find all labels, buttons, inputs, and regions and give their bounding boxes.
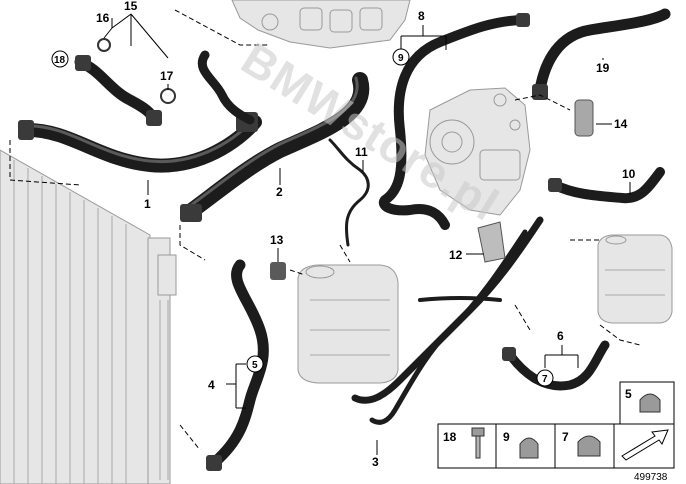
pipe-11 xyxy=(328,138,370,247)
hose-19 xyxy=(532,8,671,100)
circled-ref-9: 9 xyxy=(398,53,404,64)
part-12 xyxy=(477,221,506,263)
hose-3 xyxy=(351,216,544,425)
callout-6: 6 xyxy=(557,329,564,343)
callout-17: 17 xyxy=(160,69,174,83)
callout-12: 12 xyxy=(449,248,463,262)
hose-6 xyxy=(502,340,610,391)
dashed-lines xyxy=(9,9,641,451)
hose-2-end xyxy=(180,204,202,222)
hose-10 xyxy=(548,167,665,204)
callout-15: 15 xyxy=(124,0,138,13)
legend-label-5: 5 xyxy=(625,387,632,401)
callout-13: 13 xyxy=(270,233,284,247)
diagram-number: 499738 xyxy=(634,472,668,483)
circled-ref-18: 18 xyxy=(54,55,66,66)
callout-10: 10 xyxy=(622,167,636,181)
part-13 xyxy=(270,262,286,280)
hose-18-assembly xyxy=(74,55,162,126)
expansion-tank xyxy=(297,264,399,384)
hose-upper-small xyxy=(197,50,255,125)
hose-2 xyxy=(180,72,370,222)
legend-label-18: 18 xyxy=(443,430,457,444)
hose-1-connector xyxy=(18,120,34,140)
part-14 xyxy=(574,99,594,137)
callout-8: 8 xyxy=(418,9,425,23)
radiator xyxy=(0,149,177,484)
callout-3: 3 xyxy=(372,455,379,469)
legend: 5 18 9 7 499738 xyxy=(437,381,675,483)
circled-ref-7: 7 xyxy=(542,374,548,385)
leaders xyxy=(103,13,631,455)
circled-references: 18 9 5 7 xyxy=(51,48,554,387)
legend-label-7: 7 xyxy=(562,430,569,444)
clamp-icon-9 xyxy=(519,437,539,459)
engine-block xyxy=(231,0,411,49)
callout-11: 11 xyxy=(355,145,368,159)
callout-1: 1 xyxy=(144,197,151,211)
circled-ref-5: 5 xyxy=(252,360,258,371)
callout-4: 4 xyxy=(208,378,215,392)
legend-label-9: 9 xyxy=(503,430,510,444)
coolant-pump xyxy=(424,87,531,216)
callout-2: 2 xyxy=(276,185,283,199)
callout-19: 19 xyxy=(596,61,610,75)
arrow-icon xyxy=(621,429,669,461)
clamp-icon-7 xyxy=(577,435,601,457)
hose-8 xyxy=(378,13,530,230)
hose-1 xyxy=(18,112,262,173)
callout-16: 16 xyxy=(96,11,110,25)
hose-clamp-icon xyxy=(639,393,661,413)
screw-icon xyxy=(471,427,485,459)
callout-labels: 1 2 3 4 6 8 10 11 12 13 14 15 16 17 19 xyxy=(96,0,636,469)
callout-14: 14 xyxy=(614,117,628,131)
expansion-tank-small xyxy=(597,234,673,324)
